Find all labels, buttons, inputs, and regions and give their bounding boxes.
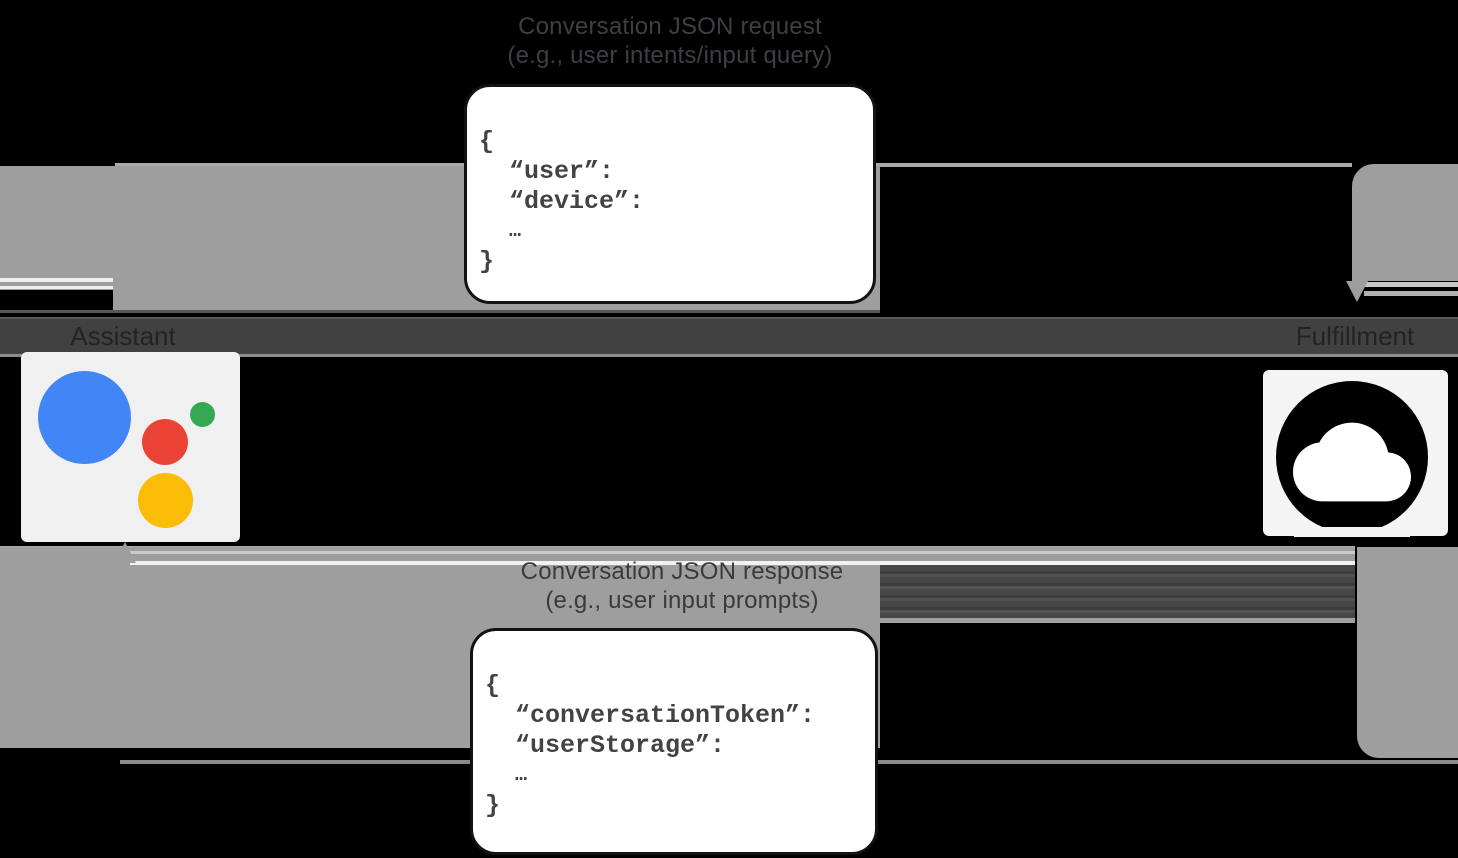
code-line: {: [485, 671, 501, 700]
assistant-blue-circle: [38, 371, 131, 464]
request-title-line2: (e.g., user intents/input query): [507, 42, 833, 69]
fulfillment-label: Fulfillment: [1295, 321, 1415, 351]
assistant-label: Assistant: [70, 321, 176, 351]
code-line: “userStorage”:: [515, 731, 726, 760]
request-band-notch: [0, 290, 113, 310]
code-line: {: [479, 127, 495, 156]
response-arrow-band-strip: [880, 547, 1355, 565]
assistant-green-circle: [190, 402, 215, 427]
cloud-glyph: [1293, 422, 1411, 502]
assistant-red-circle: [142, 419, 188, 465]
response-arrow-shaft-highlight-2: [130, 561, 1355, 565]
response-band-dark-segment: [880, 565, 1355, 623]
request-arrowhead-fade-2: [1364, 291, 1458, 296]
code-line: …: [515, 764, 528, 787]
cloud-badge-flat-bottom: [1294, 527, 1410, 537]
request-arrow-vertical-shaft: [1352, 164, 1458, 281]
assistant-yellow-circle: [138, 473, 193, 528]
request-json-box: { “user”: “device”: … }: [464, 84, 876, 304]
response-arrow-shaft-highlight-1: [130, 551, 1355, 554]
code-line: “user”:: [509, 157, 615, 186]
request-arrowhead-fade-1: [1364, 282, 1458, 287]
response-title-line1: Conversation JSON response: [520, 558, 844, 585]
response-arrowhead-icon: [114, 542, 136, 563]
response-arrow-vertical-shaft: [1357, 547, 1458, 758]
request-arrow-shaft-highlight-2: [0, 286, 113, 289]
response-title-line2: (e.g., user input prompts): [545, 587, 819, 614]
code-line: “device”:: [509, 187, 645, 216]
node-label-band: [0, 317, 1458, 357]
fulfillment-card: [1263, 370, 1448, 537]
request-title-line1: Conversation JSON request: [518, 13, 822, 40]
code-line: }: [479, 247, 495, 276]
code-line: }: [485, 791, 501, 820]
request-arrowhead-icon: [1346, 281, 1368, 302]
assistant-card: [21, 352, 240, 542]
request-title: Conversation JSON request (e.g., user in…: [460, 12, 880, 70]
response-title: Conversation JSON response (e.g., user i…: [462, 557, 902, 615]
code-line: “conversationToken”:: [515, 701, 816, 730]
request-arrow-shaft-highlight-1: [0, 278, 113, 282]
code-line: …: [509, 220, 522, 243]
response-json-box: { “conversationToken”: “userStorage”: … …: [470, 628, 878, 855]
